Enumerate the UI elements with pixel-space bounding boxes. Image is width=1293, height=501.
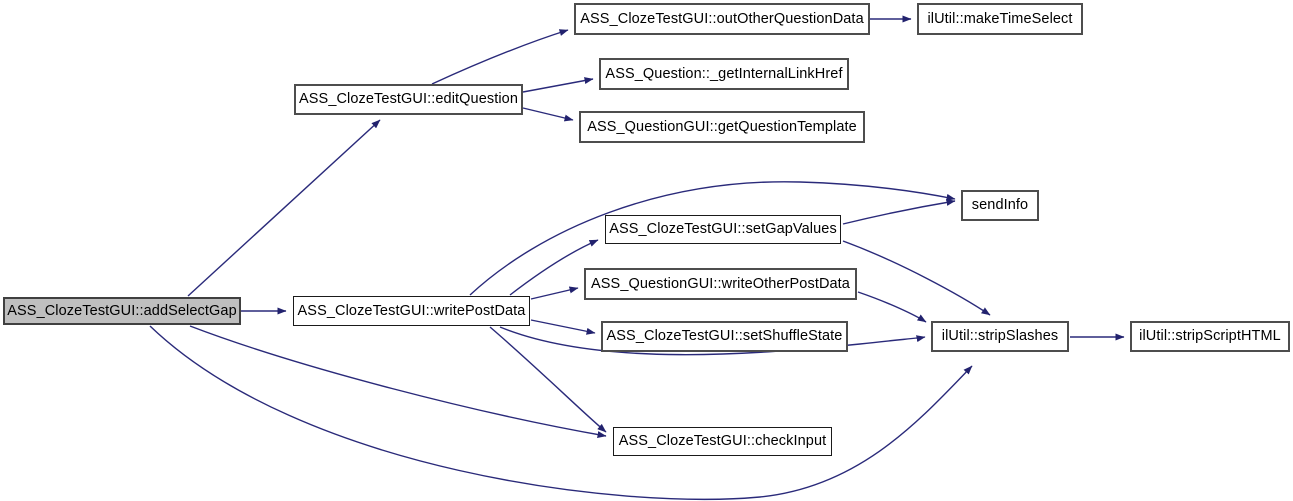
edge-editQuestion-to-outOtherQuestionData xyxy=(431,29,569,85)
graph-node-label-writeOtherPostData: ASS_QuestionGUI::writeOtherPostData xyxy=(591,275,850,292)
edge-writeOtherPostData-to-stripSlashes xyxy=(857,291,927,323)
graph-node-writeOtherPostData[interactable]: ASS_QuestionGUI::writeOtherPostData xyxy=(585,269,856,299)
graph-node-getInternalLinkHref[interactable]: ASS_Question::_getInternalLinkHref xyxy=(600,59,848,89)
edge-writePostData-to-setGapValues xyxy=(509,239,599,296)
graph-node-stripSlashes[interactable]: ilUtil::stripSlashes xyxy=(932,322,1068,351)
graph-node-label-checkInput: ASS_ClozeTestGUI::checkInput xyxy=(618,433,827,450)
graph-node-makeTimeSelect[interactable]: ilUtil::makeTimeSelect xyxy=(918,4,1082,34)
graph-node-label-editQuestion: ASS_ClozeTestGUI::editQuestion xyxy=(299,91,518,108)
graph-node-label-setShuffleState: ASS_ClozeTestGUI::setShuffleState xyxy=(606,328,843,345)
graph-node-label-sendInfo: sendInfo xyxy=(971,197,1029,214)
graph-node-outOtherQuestionData[interactable]: ASS_ClozeTestGUI::outOtherQuestionData xyxy=(575,4,869,34)
graph-node-setShuffleState[interactable]: ASS_ClozeTestGUI::setShuffleState xyxy=(602,322,847,351)
graph-node-checkInput[interactable]: ASS_ClozeTestGUI::checkInput xyxy=(613,427,832,456)
edge-addSelectGap-to-stripSlashes xyxy=(149,325,973,501)
edge-setGapValues-to-sendInfo xyxy=(842,198,956,225)
graph-node-addSelectGap[interactable]: ASS_ClozeTestGUI::addSelectGap xyxy=(4,298,240,324)
edge-editQuestion-to-getQuestionTemplate xyxy=(522,107,574,122)
graph-node-label-getQuestionTemplate: ASS_QuestionGUI::getQuestionTemplate xyxy=(587,118,857,135)
edge-addSelectGap-to-editQuestion xyxy=(187,119,381,297)
graph-node-setGapValues[interactable]: ASS_ClozeTestGUI::setGapValues xyxy=(605,215,841,244)
edge-setGapValues-to-stripSlashes xyxy=(842,240,991,316)
graph-node-sendInfo[interactable]: sendInfo xyxy=(962,191,1038,220)
graph-node-label-outOtherQuestionData: ASS_ClozeTestGUI::outOtherQuestionData xyxy=(580,10,864,27)
edge-writePostData-to-sendInfo xyxy=(469,181,956,296)
edge-addSelectGap-to-checkInput xyxy=(189,325,607,438)
graph-node-label-setGapValues: ASS_ClozeTestGUI::setGapValues xyxy=(609,221,837,238)
graph-node-label-writePostData: ASS_ClozeTestGUI::writePostData xyxy=(297,302,526,319)
graph-node-label-stripScriptHTML: ilUtil::stripScriptHTML xyxy=(1139,328,1281,345)
edge-writePostData-to-setShuffleState xyxy=(530,319,596,335)
graph-node-label-makeTimeSelect: ilUtil::makeTimeSelect xyxy=(927,10,1073,27)
graph-node-label-stripSlashes: ilUtil::stripSlashes xyxy=(941,328,1059,345)
graph-node-stripScriptHTML[interactable]: ilUtil::stripScriptHTML xyxy=(1131,322,1289,351)
graph-node-label-getInternalLinkHref: ASS_Question::_getInternalLinkHref xyxy=(605,65,843,82)
graph-node-writePostData[interactable]: ASS_ClozeTestGUI::writePostData xyxy=(293,296,530,326)
graph-node-editQuestion[interactable]: ASS_ClozeTestGUI::editQuestion xyxy=(295,85,522,114)
graph-node-getQuestionTemplate[interactable]: ASS_QuestionGUI::getQuestionTemplate xyxy=(580,112,864,142)
edge-editQuestion-to-getInternalLinkHref xyxy=(522,77,594,93)
edge-writePostData-to-writeOtherPostData xyxy=(530,286,579,300)
edge-writePostData-to-checkInput xyxy=(489,326,607,433)
graph-node-label-addSelectGap: ASS_ClozeTestGUI::addSelectGap xyxy=(7,302,237,319)
